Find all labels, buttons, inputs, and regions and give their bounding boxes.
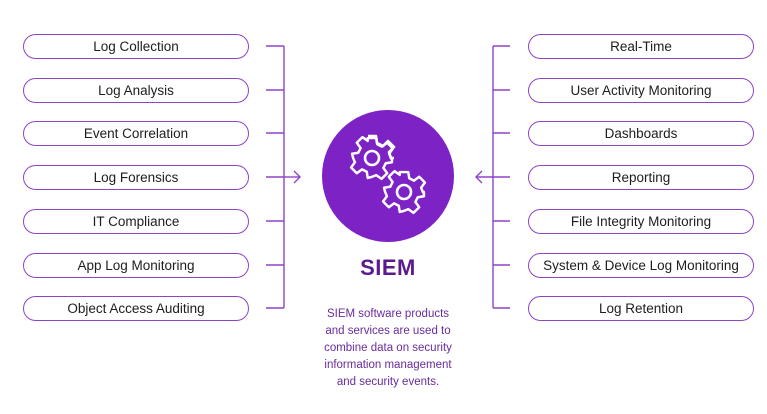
right-item-file-integrity-monitoring: File Integrity Monitoring: [528, 209, 754, 234]
left-item-event-correlation: Event Correlation: [23, 121, 249, 146]
item-label: Log Analysis: [98, 83, 174, 98]
item-label: Event Correlation: [83, 126, 189, 141]
item-label: Log Retention: [598, 301, 684, 316]
item-label: Real-Time: [610, 39, 672, 54]
left-item-log-collection: Log Collection: [23, 34, 249, 59]
right-item-user-activity-monitoring: User Activity Monitoring: [528, 78, 754, 103]
left-item-it-compliance: IT Compliance: [23, 209, 249, 234]
item-label: IT Compliance: [92, 214, 180, 229]
right-item-dashboards: Dashboards: [528, 121, 754, 146]
item-label: System & Device Log Monitoring: [543, 258, 739, 273]
siem-title: SIEM: [360, 255, 416, 280]
item-label: Reporting: [611, 170, 671, 185]
item-label: User Activity Monitoring: [570, 83, 712, 98]
item-label: File Integrity Monitoring: [570, 214, 712, 229]
item-label: Object Access Auditing: [67, 301, 205, 316]
item-label: App Log Monitoring: [77, 258, 195, 273]
item-label: Log Collection: [93, 39, 179, 54]
left-item-log-forensics: Log Forensics: [23, 165, 249, 190]
right-item-system-device-log-monitoring: System & Device Log Monitoring: [528, 253, 754, 278]
item-label: Log Forensics: [93, 170, 179, 185]
gears-icon: [349, 134, 427, 215]
right-item-log-retention: Log Retention: [528, 296, 754, 321]
right-item-reporting: Reporting: [528, 165, 754, 190]
siem-circle: [322, 110, 454, 242]
siem-description: SIEM software products and services are …: [324, 308, 452, 388]
left-item-object-access-auditing: Object Access Auditing: [23, 296, 249, 321]
item-label: Dashboards: [604, 126, 678, 141]
left-item-log-analysis: Log Analysis: [23, 78, 249, 103]
left-item-app-log-monitoring: App Log Monitoring: [23, 253, 249, 278]
right-item-real-time: Real-Time: [528, 34, 754, 59]
